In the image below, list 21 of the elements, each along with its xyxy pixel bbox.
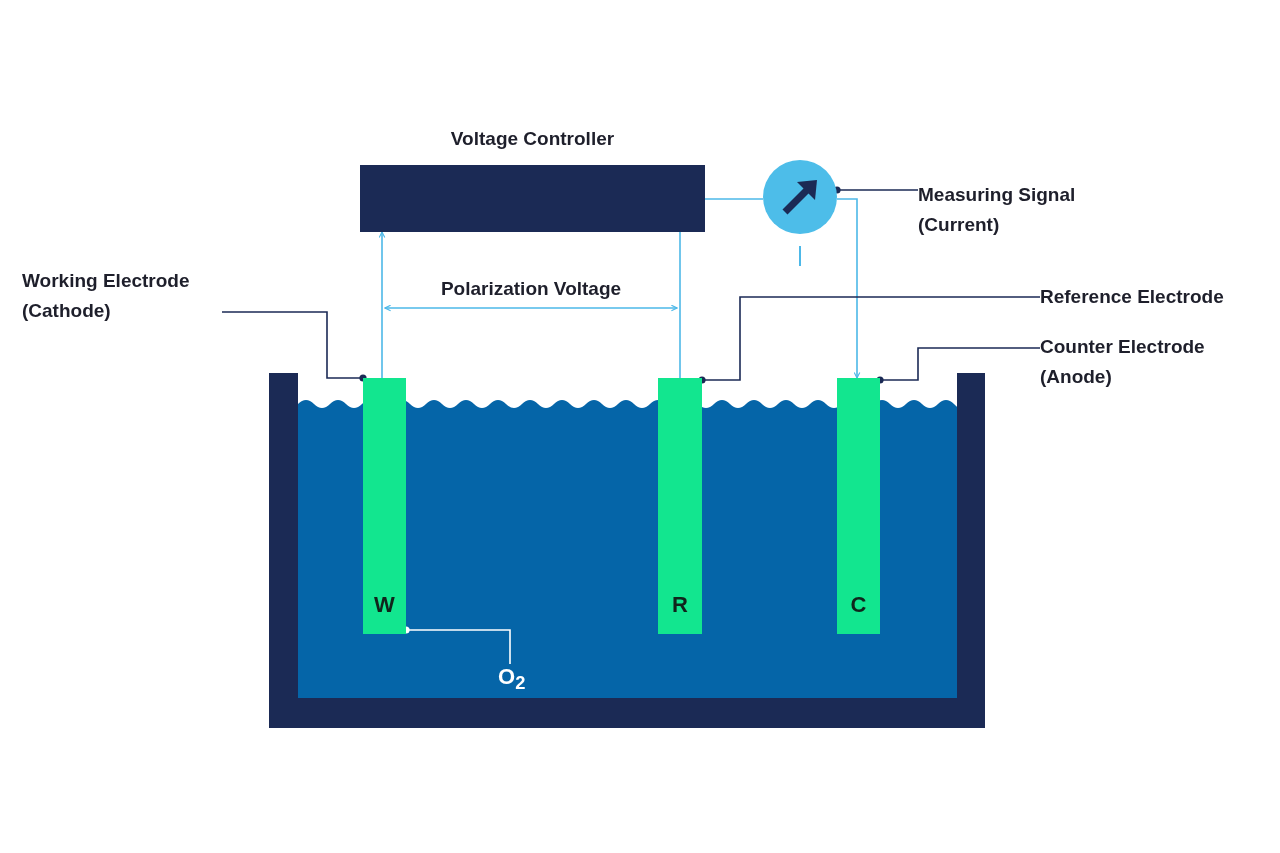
electrode: [658, 378, 702, 634]
callout-label: Counter Electrode (Anode): [1040, 335, 1206, 389]
electrode: [837, 378, 880, 634]
electrode: [363, 378, 406, 634]
wire-connector: [378, 231, 386, 379]
wire-connector: [836, 198, 861, 379]
meter-circle: [763, 160, 837, 234]
voltage-label: Polarization Voltage: [439, 277, 623, 301]
controller-heading: Voltage Controller: [449, 127, 616, 151]
leader-line: [876, 347, 1041, 384]
electrode-letter: R: [671, 591, 689, 619]
callout-label: Measuring Signal (Current): [918, 183, 1077, 237]
callout-label: Reference Electrode: [1040, 285, 1224, 309]
electrode-letter: W: [373, 591, 396, 619]
leader-line: [698, 296, 1041, 384]
wire-connector: [679, 231, 681, 379]
gas-label: O$_{2}$: [498, 664, 526, 689]
leader-line: [221, 311, 367, 382]
electrode-letter: C: [849, 591, 868, 619]
wire-connector: [704, 198, 764, 200]
callout-label: Working Electrode (Cathode): [22, 269, 191, 323]
